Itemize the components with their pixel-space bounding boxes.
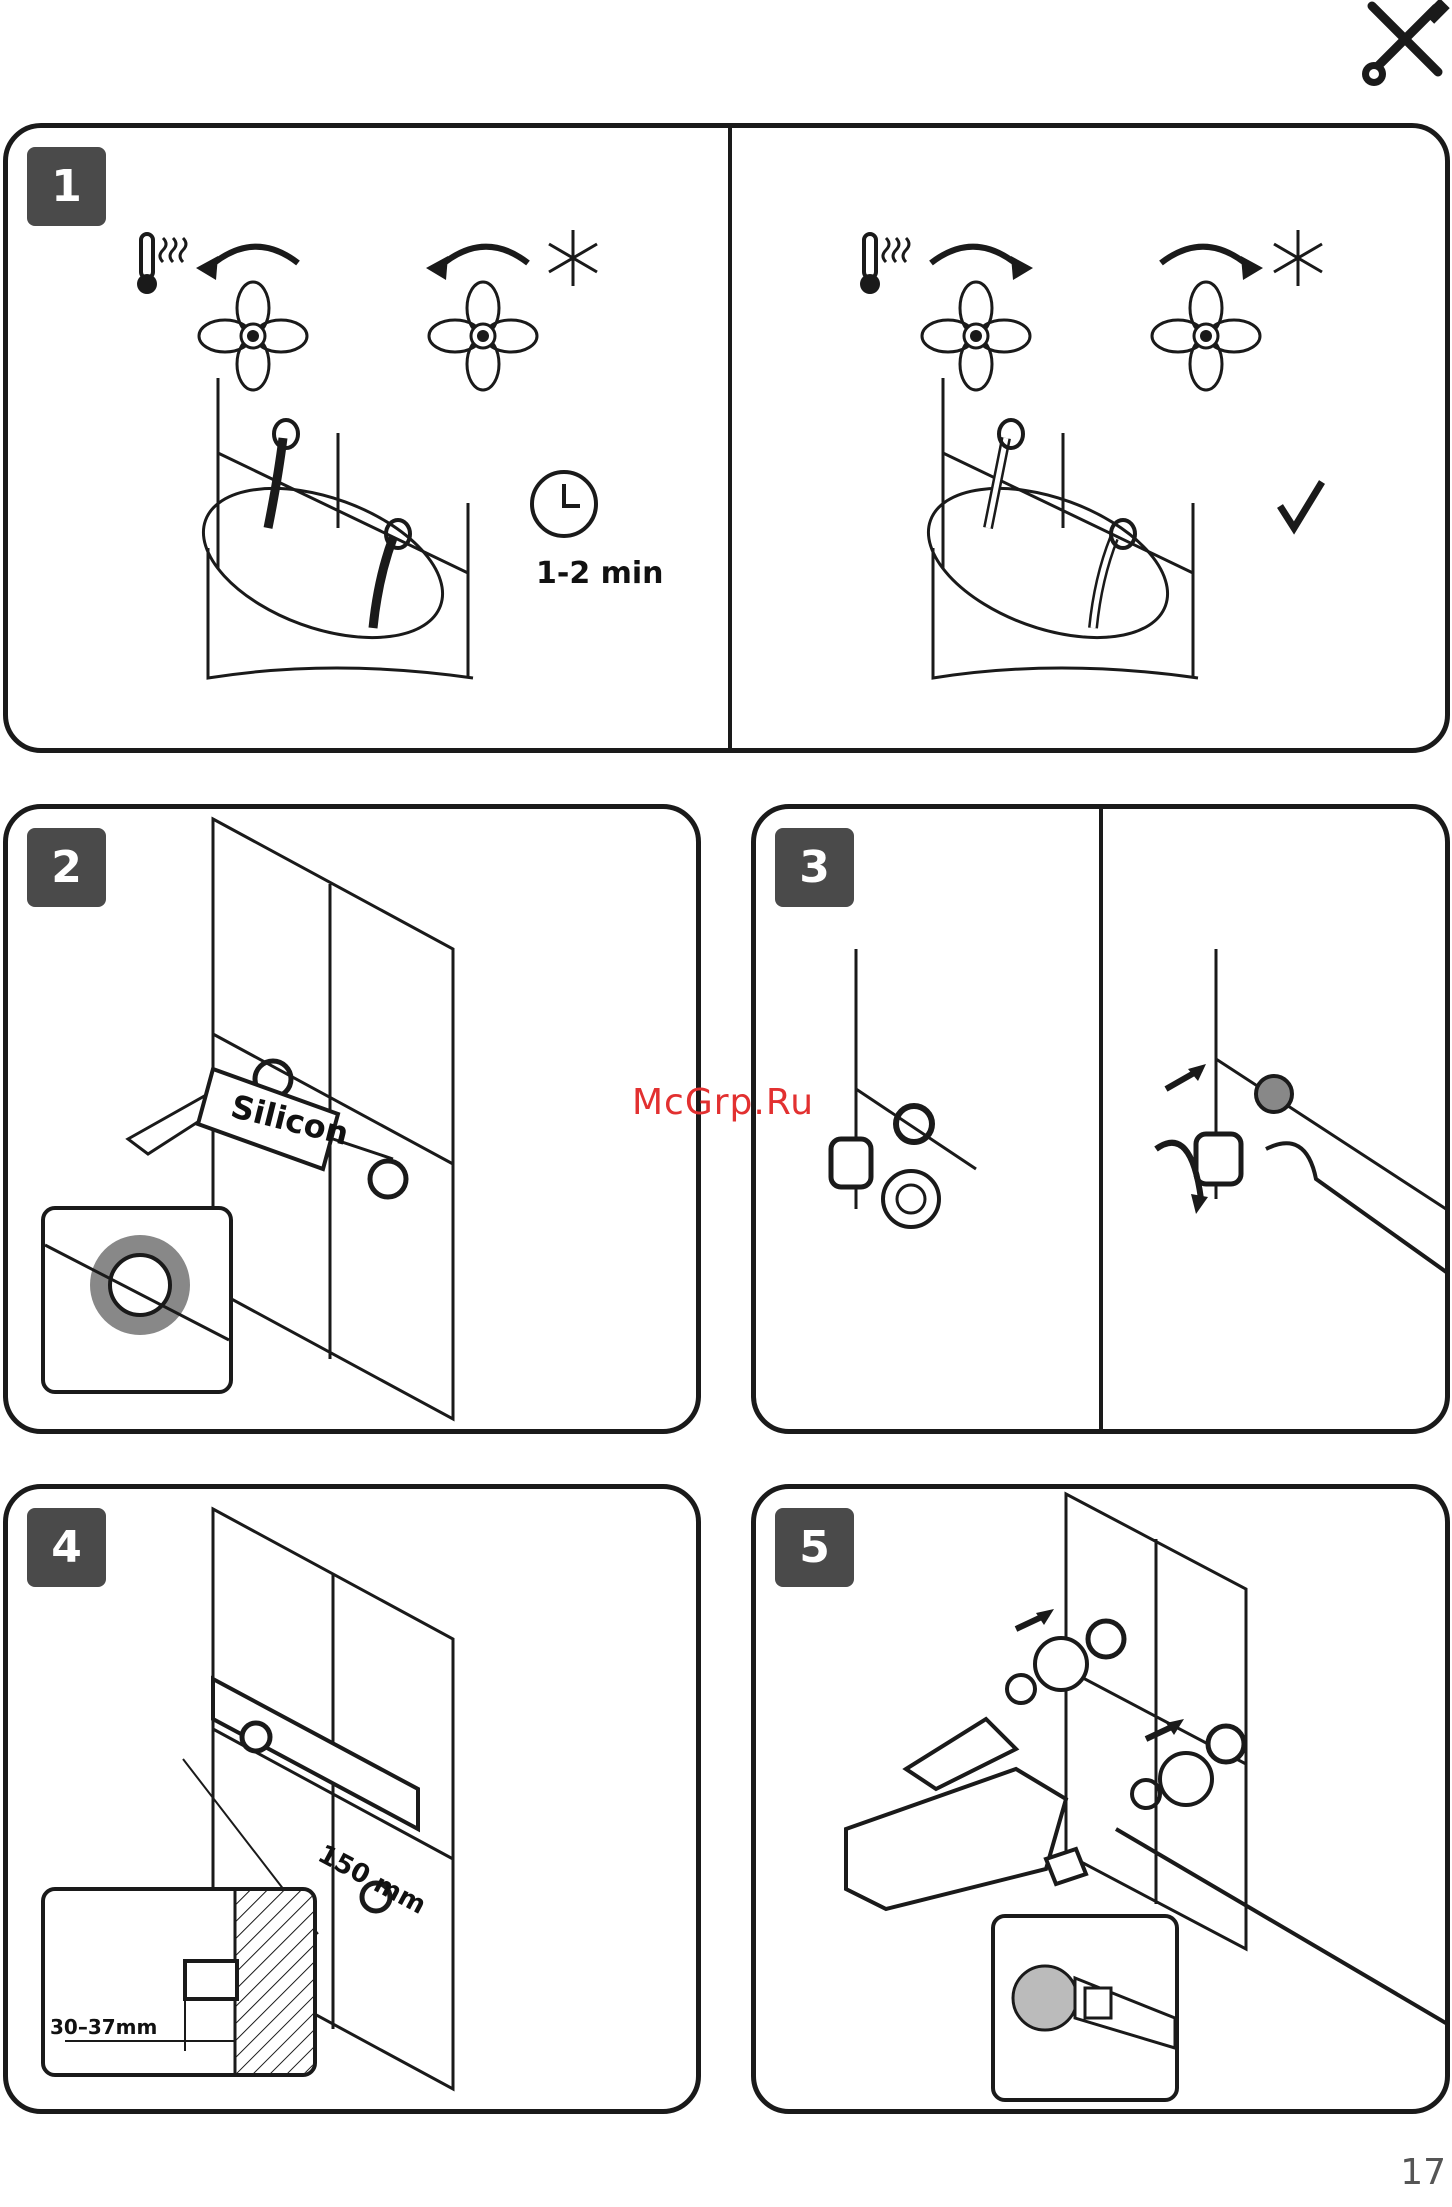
check-icon (1276, 478, 1326, 533)
panel-divider (1099, 809, 1103, 1429)
snowflake-icon (1268, 228, 1328, 288)
eccentric-connector-illustration (806, 949, 1046, 1229)
page-number: 17 (1400, 2152, 1446, 2193)
step-number-badge: 3 (775, 828, 854, 907)
fan-icon (911, 238, 1041, 388)
step-2-panel: 2 Silicon (3, 804, 701, 1434)
step-5-panel: 5 (751, 1484, 1450, 2114)
wrench-detail-inset (991, 1914, 1179, 2102)
thermometer-hot-icon (856, 228, 916, 298)
seal-detail-inset (41, 1206, 233, 1394)
watermark: McGrp.Ru (632, 1082, 814, 1123)
basin-illustration (918, 378, 1208, 698)
tools-icon (1358, 0, 1450, 92)
wrench-install-illustration (1116, 949, 1450, 1269)
depth-label: 30–37mm (50, 2015, 157, 2039)
step-1-panel: 1 (3, 123, 1450, 753)
step-number-badge: 4 (27, 1508, 106, 1587)
snowflake-icon (543, 228, 603, 288)
step-3-panel: 3 (751, 804, 1450, 1434)
panel-divider (728, 128, 732, 748)
clock-icon (528, 468, 600, 540)
fan-icon (418, 238, 548, 388)
timer-label: 1-2 min (536, 556, 664, 591)
depth-detail-inset (41, 1887, 317, 2077)
step-4-panel: 4 150 mm 30–37mm (3, 1484, 701, 2114)
step-number-badge: 2 (27, 828, 106, 907)
fan-icon (188, 238, 318, 388)
step-number-badge: 1 (27, 147, 106, 226)
thermometer-hot-icon (133, 228, 193, 298)
fan-icon (1141, 238, 1271, 388)
basin-illustration (193, 378, 483, 698)
